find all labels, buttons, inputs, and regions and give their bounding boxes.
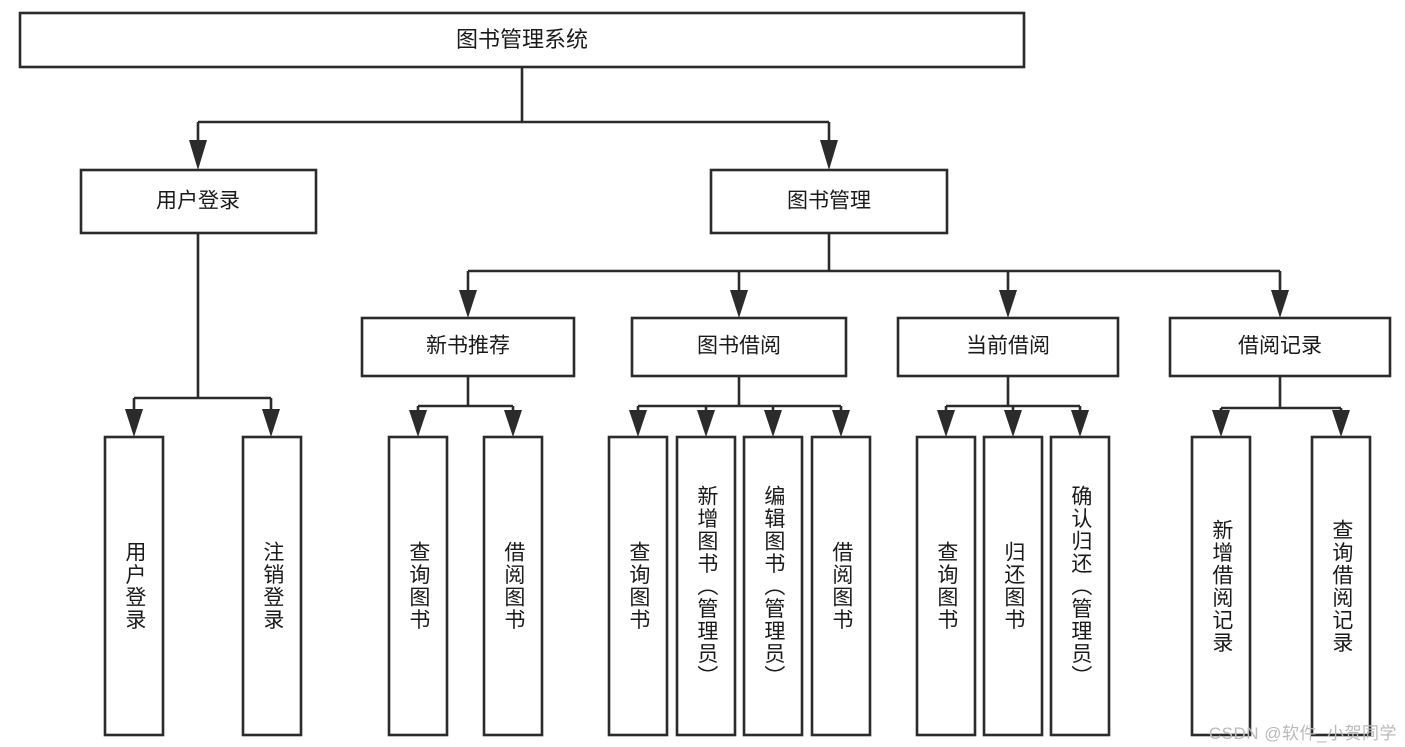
- connectors-new-book-to-leaves: [409, 376, 522, 437]
- node-book-borrow-label: 图书借阅: [697, 335, 781, 358]
- node-root-label: 图书管理系统: [456, 27, 588, 52]
- leaf-box-query-book-3[interactable]: [915, 435, 977, 737]
- arrow-leaf-e2: [1332, 410, 1350, 437]
- leaf-box-edit-book-admin[interactable]: [742, 435, 804, 737]
- node-book-manage-box[interactable]: [709, 168, 949, 235]
- connectors-root-to-level2: [189, 67, 838, 170]
- arrow-leaf-d1: [937, 410, 955, 437]
- leaf-box-confirm-return-admin[interactable]: [1049, 435, 1111, 737]
- leaf-box-query-book-1[interactable]: [387, 435, 449, 737]
- leaf-box-query-book-2[interactable]: [607, 435, 669, 737]
- leaf-box-logout[interactable]: [241, 435, 303, 737]
- arrow-current-borrow: [999, 290, 1017, 318]
- node-user-login[interactable]: 用户登录: [79, 168, 318, 235]
- node-book-borrow-box[interactable]: [630, 316, 848, 378]
- leaf-box-query-borrow-record[interactable]: [1310, 435, 1372, 737]
- leaf-box-borrow-book-1[interactable]: [482, 435, 544, 737]
- node-new-book-recommend-label: 新书推荐: [426, 335, 510, 358]
- node-user-login-label: 用户登录: [156, 190, 240, 213]
- leaf-box-add-borrow-record[interactable]: [1190, 435, 1252, 737]
- node-borrow-record-box[interactable]: [1168, 316, 1392, 378]
- node-borrow-record[interactable]: 借阅记录: [1168, 316, 1392, 378]
- connectors-current-borrow-to-leaves: [937, 376, 1089, 437]
- arrow-leaf-a1: [125, 409, 143, 437]
- node-current-borrow-box[interactable]: [896, 316, 1120, 378]
- csdn-watermark: CSDN @软件_小贺同学: [1208, 724, 1397, 743]
- node-book-manage-label: 图书管理: [787, 190, 871, 213]
- arrow-leaf-c1: [629, 410, 647, 437]
- arrow-leaf-b1: [409, 410, 427, 437]
- arrow-leaf-d2: [1004, 410, 1022, 437]
- arrow-book-borrow: [730, 290, 748, 318]
- leaf-boxes: [103, 435, 1372, 737]
- arrow-borrow-record: [1271, 290, 1289, 318]
- arrow-book-manage: [820, 140, 838, 170]
- node-user-login-box[interactable]: [79, 168, 318, 235]
- node-root[interactable]: 图书管理系统: [18, 11, 1026, 69]
- arrow-leaf-c2: [697, 410, 715, 437]
- arrow-leaf-b2: [504, 410, 522, 437]
- leaf-box-add-book-admin[interactable]: [675, 435, 737, 737]
- leaf-box-borrow-book-2[interactable]: [810, 435, 872, 737]
- arrow-user-login: [189, 140, 207, 170]
- node-borrow-record-label: 借阅记录: [1238, 335, 1322, 358]
- node-current-borrow-label: 当前借阅: [966, 335, 1050, 358]
- node-new-book-recommend[interactable]: 新书推荐: [360, 316, 576, 378]
- connectors-book-manage-to-level3: [459, 233, 1289, 318]
- arrow-leaf-e1: [1212, 410, 1230, 437]
- arrow-leaf-c3: [764, 410, 782, 437]
- connectors-book-borrow-to-leaves: [629, 376, 850, 437]
- node-current-borrow[interactable]: 当前借阅: [896, 316, 1120, 378]
- node-book-manage[interactable]: 图书管理: [709, 168, 949, 235]
- arrow-leaf-c4: [832, 410, 850, 437]
- node-new-book-recommend-box[interactable]: [360, 316, 576, 378]
- arrow-leaf-d3: [1071, 410, 1089, 437]
- leaf-box-return-book[interactable]: [982, 435, 1044, 737]
- connectors-user-login-to-leaves: [125, 233, 280, 437]
- node-book-borrow[interactable]: 图书借阅: [630, 316, 848, 378]
- leaf-box-user-login[interactable]: [103, 435, 165, 737]
- arrow-leaf-a2: [262, 409, 280, 437]
- node-root-box[interactable]: [18, 11, 1026, 69]
- arrow-new-book: [459, 290, 477, 318]
- connectors-borrow-record-to-leaves: [1212, 376, 1350, 437]
